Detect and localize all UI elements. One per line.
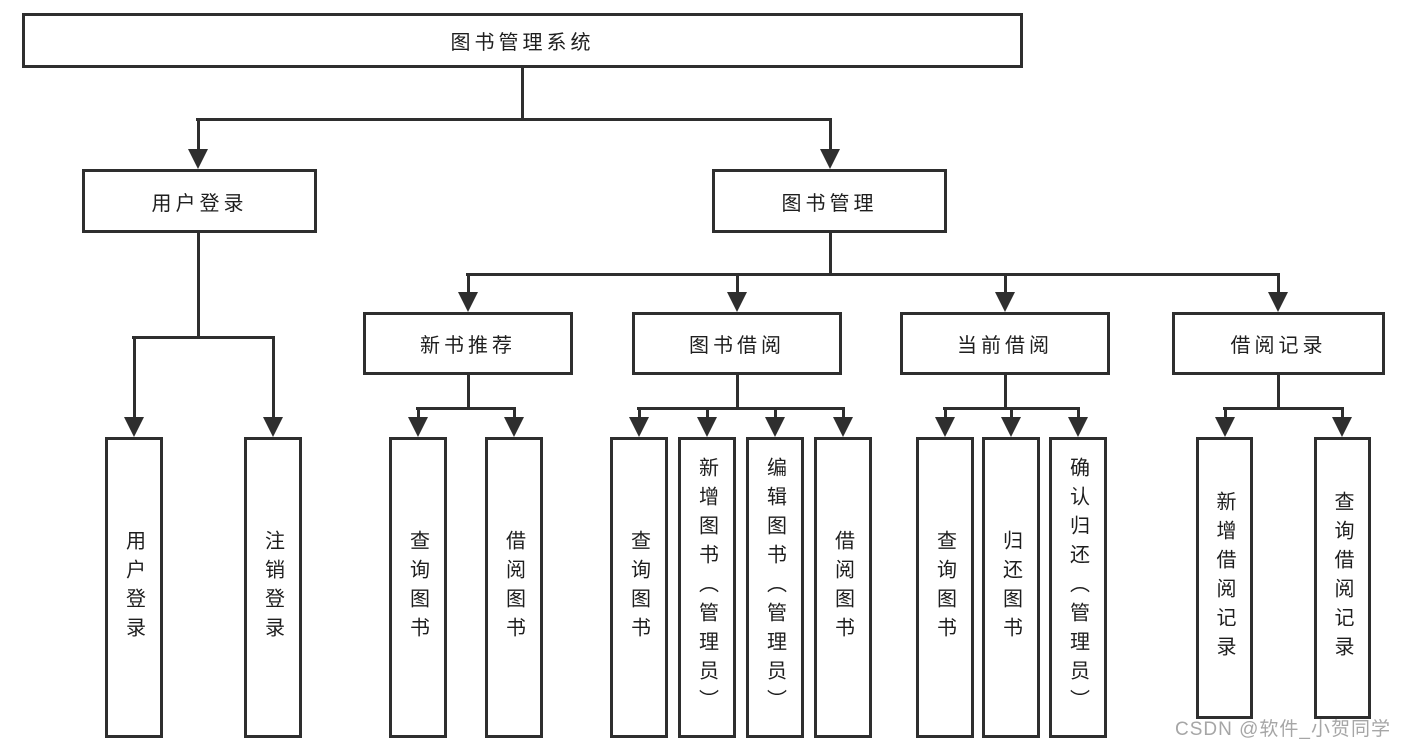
- connector-line: [773, 407, 777, 419]
- leaf-bb-query-books-label: 查询图书: [627, 529, 650, 646]
- leaf-br-add-record: 新增借阅记录: [1196, 437, 1253, 719]
- connector-line: [466, 273, 470, 297]
- leaf-user-login-label: 用户登录: [122, 529, 145, 646]
- connector-line: [521, 68, 524, 118]
- connector-line: [828, 233, 832, 273]
- node-new-book-recommend: 新书推荐: [363, 312, 573, 375]
- leaf-rec-borrow-books-label: 借阅图书: [502, 529, 525, 646]
- leaf-bb-add-books: 新增图书（管理员）: [678, 437, 736, 738]
- arrow-down-icon: [1215, 417, 1235, 437]
- arrow-down-icon: [629, 417, 649, 437]
- connector-line: [466, 273, 1280, 276]
- arrow-down-icon: [765, 417, 785, 437]
- arrow-down-icon: [188, 149, 208, 169]
- connector-line: [1276, 375, 1280, 407]
- connector-line: [1003, 375, 1007, 407]
- leaf-bb-query-books: 查询图书: [610, 437, 668, 738]
- leaf-logout: 注销登录: [244, 437, 302, 738]
- leaf-cb-confirm-return: 确认归还（管理员）: [1049, 437, 1107, 738]
- arrow-down-icon: [263, 417, 283, 437]
- node-user-login-label: 用户登录: [151, 192, 248, 215]
- leaf-bb-borrow-books: 借阅图书: [814, 437, 872, 738]
- connector-line: [1009, 407, 1013, 419]
- leaf-rec-query-books: 查询图书: [389, 437, 447, 738]
- leaf-br-query-record-label: 查询借阅记录: [1331, 491, 1353, 665]
- connector-line: [466, 375, 470, 407]
- node-user-login: 用户登录: [82, 169, 317, 233]
- arrow-down-icon: [697, 417, 717, 437]
- leaf-br-add-record-label: 新增借阅记录: [1213, 491, 1235, 665]
- connector-line: [735, 375, 739, 407]
- leaf-br-query-record: 查询借阅记录: [1314, 437, 1371, 719]
- connector-line: [1076, 407, 1080, 419]
- node-borrow-records-label: 借阅记录: [1230, 335, 1327, 357]
- leaf-cb-return-books-label: 归还图书: [999, 529, 1022, 646]
- connector-line: [512, 407, 516, 419]
- connector-line: [132, 336, 136, 422]
- arrow-down-icon: [995, 292, 1015, 312]
- leaf-bb-borrow-books-label: 借阅图书: [831, 529, 854, 646]
- connector-line: [196, 118, 200, 154]
- leaf-bb-edit-books-label: 编辑图书（管理员）: [763, 457, 786, 718]
- node-book-borrow: 图书借阅: [632, 312, 842, 375]
- node-new-book-recommend-label: 新书推荐: [420, 335, 516, 357]
- leaf-cb-return-books: 归还图书: [982, 437, 1040, 738]
- connector-line: [1340, 407, 1344, 419]
- arrow-down-icon: [124, 417, 144, 437]
- leaf-bb-add-books-label: 新增图书（管理员）: [695, 457, 718, 718]
- leaf-cb-confirm-return-label: 确认归还（管理员）: [1066, 457, 1089, 718]
- leaf-user-login: 用户登录: [105, 437, 163, 738]
- arrow-down-icon: [1268, 292, 1288, 312]
- connector-line: [943, 407, 947, 419]
- connector-line: [196, 233, 200, 336]
- leaf-logout-label: 注销登录: [261, 529, 284, 646]
- arrow-down-icon: [504, 417, 524, 437]
- arrow-down-icon: [833, 417, 853, 437]
- arrow-down-icon: [1332, 417, 1352, 437]
- connector-line: [735, 273, 739, 297]
- arrow-down-icon: [408, 417, 428, 437]
- connector-line: [132, 336, 275, 339]
- arrow-down-icon: [458, 292, 478, 312]
- leaf-cb-query-books: 查询图书: [916, 437, 974, 738]
- arrow-down-icon: [820, 149, 840, 169]
- node-root-label: 图书管理系统: [450, 32, 595, 54]
- connector-line: [828, 118, 832, 154]
- leaf-rec-borrow-books: 借阅图书: [485, 437, 543, 738]
- node-book-borrow-label: 图书借阅: [689, 335, 785, 357]
- connector-line: [1276, 273, 1280, 297]
- node-borrow-records: 借阅记录: [1172, 312, 1385, 375]
- node-book-management: 图书管理: [712, 169, 947, 233]
- connector-line: [1223, 407, 1344, 410]
- leaf-bb-edit-books: 编辑图书（管理员）: [746, 437, 804, 738]
- arrow-down-icon: [935, 417, 955, 437]
- connector-line: [637, 407, 845, 410]
- connector-line: [705, 407, 709, 419]
- csdn-watermark: CSDN @软件_小贺同学: [1175, 719, 1391, 740]
- connector-line: [841, 407, 845, 419]
- arrow-down-icon: [1068, 417, 1088, 437]
- connector-line: [196, 118, 832, 121]
- connector-line: [416, 407, 516, 410]
- connector-line: [1223, 407, 1227, 419]
- node-book-management-label: 图书管理: [781, 192, 878, 215]
- node-current-borrow-label: 当前借阅: [957, 335, 1053, 357]
- arrow-down-icon: [727, 292, 747, 312]
- connector-line: [637, 407, 641, 419]
- leaf-rec-query-books-label: 查询图书: [406, 529, 429, 646]
- connector-line: [416, 407, 420, 419]
- arrow-down-icon: [1001, 417, 1021, 437]
- leaf-cb-query-books-label: 查询图书: [933, 529, 956, 646]
- node-root: 图书管理系统: [22, 13, 1023, 68]
- node-current-borrow: 当前借阅: [900, 312, 1110, 375]
- connector-line: [1003, 273, 1007, 297]
- connector-line: [271, 336, 275, 422]
